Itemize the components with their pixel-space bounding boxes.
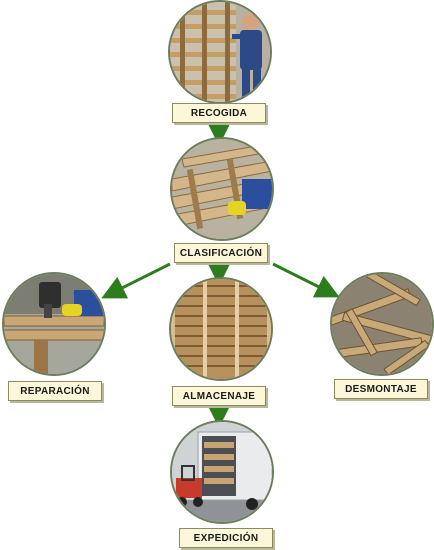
expedicion-label: EXPEDICIÓN: [179, 528, 273, 548]
reparacion-label: REPARACIÓN: [8, 381, 102, 401]
arrow-clasificacion-to-desmontaje: [272, 262, 340, 298]
expedicion-photo: [170, 420, 274, 524]
recogida-photo: [168, 0, 272, 104]
clasificacion-label: CLASIFICACIÓN: [174, 243, 268, 263]
desmontaje-label: DESMONTAJE: [334, 379, 428, 399]
arrow-clasificacion-to-reparacion: [101, 262, 171, 299]
almacenaje-photo: [169, 277, 273, 381]
desmontaje-photo: [330, 272, 434, 376]
clasificacion-photo: [170, 137, 274, 241]
almacenaje-label: ALMACENAJE: [172, 386, 266, 406]
recogida-label: RECOGIDA: [172, 103, 266, 123]
reparacion-photo: [2, 272, 106, 376]
